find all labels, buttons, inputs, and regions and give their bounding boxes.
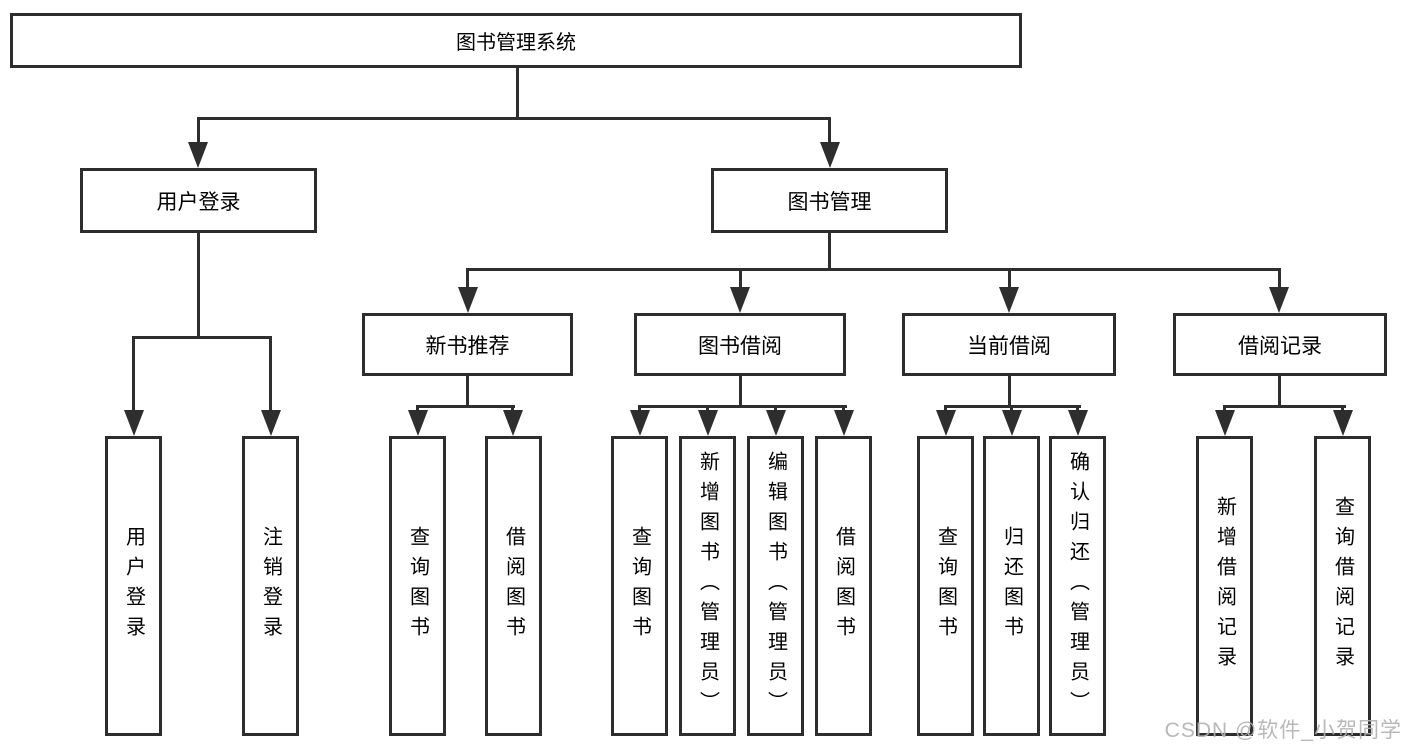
connector-book-management-rail xyxy=(466,268,1281,271)
connector-to-leaf-user-login xyxy=(132,336,135,410)
node-book-borrow-label: 图书借阅 xyxy=(698,334,782,358)
arrow-down-icon xyxy=(123,410,144,436)
node-library-management-system: 图书管理系统 xyxy=(10,13,1022,68)
leaf-query-books-current: 查询图书 xyxy=(917,436,974,736)
connector-user-login-stem xyxy=(196,233,200,336)
node-new-book-recommend: 新书推荐 xyxy=(362,313,573,376)
connector-leaf-drop xyxy=(1010,405,1013,410)
arrow-down-icon xyxy=(730,287,750,313)
leaf-user-login-label: 用户登录 xyxy=(122,526,145,646)
arrow-down-icon xyxy=(260,410,281,436)
arrow-down-icon xyxy=(999,287,1019,313)
leaf-add-books-admin-label: 新增图书（管理员） xyxy=(696,451,719,721)
arrow-down-icon xyxy=(502,410,523,436)
leaf-query-books-newbooks: 查询图书 xyxy=(389,436,446,736)
node-book-management-label: 图书管理 xyxy=(787,190,872,214)
connector-leaf-drop xyxy=(416,405,419,410)
connector-root-to-user-login xyxy=(196,117,200,142)
arrow-down-icon xyxy=(1001,410,1022,436)
node-book-management: 图书管理 xyxy=(711,168,948,233)
leaf-query-books-current-label: 查询图书 xyxy=(934,526,957,646)
connector-leaf-drop xyxy=(706,405,709,410)
node-current-borrow-label: 当前借阅 xyxy=(967,334,1051,358)
connector-leaf-drop xyxy=(511,405,514,410)
connector-book-management-stem xyxy=(828,233,831,268)
node-borrow-records-label: 借阅记录 xyxy=(1238,334,1322,358)
arrow-down-icon xyxy=(1332,410,1353,436)
leaf-borrow-books-borrow: 借阅图书 xyxy=(815,436,872,736)
leaf-user-login: 用户登录 xyxy=(105,436,162,736)
connector-to-leaf-logout xyxy=(269,336,272,410)
connector-to-borrow-records xyxy=(1277,268,1281,287)
node-book-borrow: 图书借阅 xyxy=(634,313,846,376)
arrow-down-icon xyxy=(1214,410,1235,436)
leaf-logout: 注销登录 xyxy=(242,436,299,736)
connector-leaf-drop xyxy=(1341,405,1344,410)
leaf-borrow-books-newbooks: 借阅图书 xyxy=(485,436,542,736)
leaf-borrow-books-borrow-label: 借阅图书 xyxy=(832,526,855,646)
leaf-return-books: 归还图书 xyxy=(983,436,1040,736)
connector-root-stem xyxy=(515,68,519,117)
leaf-confirm-return-admin-label: 确认归还（管理员） xyxy=(1066,451,1089,721)
node-current-borrow: 当前借阅 xyxy=(902,313,1116,376)
arrow-down-icon xyxy=(819,142,840,168)
node-borrow-records: 借阅记录 xyxy=(1173,313,1387,376)
connector-leaf-drop xyxy=(944,405,947,410)
arrow-down-icon xyxy=(935,410,956,436)
leaf-edit-books-admin-label: 编辑图书（管理员） xyxy=(764,451,787,721)
connector-to-book-borrow xyxy=(738,268,742,287)
connector-leaf-drop xyxy=(638,405,641,410)
leaf-confirm-return-admin: 确认归还（管理员） xyxy=(1049,436,1106,736)
leaf-query-borrow-record-label: 查询借阅记录 xyxy=(1331,496,1354,676)
connector-leaf-drop xyxy=(1076,405,1079,410)
arrow-down-icon xyxy=(765,410,786,436)
leaf-query-books-newbooks-label: 查询图书 xyxy=(406,526,429,646)
connector-current-borrow-stem xyxy=(1007,376,1011,405)
connector-book-borrow-stem xyxy=(738,376,742,405)
connector-new-book-recommend-stem xyxy=(466,376,469,405)
arrow-down-icon xyxy=(697,410,718,436)
leaf-query-borrow-record: 查询借阅记录 xyxy=(1314,436,1371,736)
node-user-login-label: 用户登录 xyxy=(156,190,241,214)
connector-borrow-records-stem xyxy=(1277,376,1281,405)
leaf-return-books-label: 归还图书 xyxy=(1000,526,1023,646)
connector-root-to-book-management xyxy=(828,117,831,142)
arrow-down-icon xyxy=(457,287,478,313)
connector-leaf-drop xyxy=(774,405,777,410)
arrow-down-icon xyxy=(1067,410,1088,436)
connector-leaf-drop xyxy=(1223,405,1226,410)
connector-to-new-book-recommend xyxy=(466,268,469,287)
leaf-add-borrow-record: 新增借阅记录 xyxy=(1196,436,1253,736)
leaf-edit-books-admin: 编辑图书（管理员） xyxy=(747,436,804,736)
connector-borrow-records-rail xyxy=(1223,405,1346,408)
connector-book-borrow-rail xyxy=(638,405,847,408)
leaf-query-books-borrow: 查询图书 xyxy=(611,436,668,736)
leaf-add-borrow-record-label: 新增借阅记录 xyxy=(1213,496,1236,676)
connector-new-book-recommend-rail xyxy=(416,405,515,408)
arrow-down-icon xyxy=(407,410,428,436)
leaf-borrow-books-newbooks-label: 借阅图书 xyxy=(502,526,525,646)
arrow-down-icon xyxy=(1269,287,1289,313)
node-library-management-system-label: 图书管理系统 xyxy=(456,32,576,54)
csdn-watermark: CSDN @软件_小贺同学 xyxy=(1164,719,1402,742)
connector-leaf-drop xyxy=(842,405,845,410)
node-user-login: 用户登录 xyxy=(80,168,317,233)
connector-to-current-borrow xyxy=(1007,268,1011,287)
leaf-add-books-admin: 新增图书（管理员） xyxy=(679,436,736,736)
connector-user-login-rail xyxy=(132,336,272,339)
connector-root-rail xyxy=(196,117,831,120)
arrow-down-icon xyxy=(188,142,208,168)
arrow-down-icon xyxy=(833,410,854,436)
leaf-logout-label: 注销登录 xyxy=(259,526,282,646)
node-new-book-recommend-label: 新书推荐 xyxy=(425,334,510,358)
leaf-query-books-borrow-label: 查询图书 xyxy=(628,526,651,646)
arrow-down-icon xyxy=(629,410,650,436)
